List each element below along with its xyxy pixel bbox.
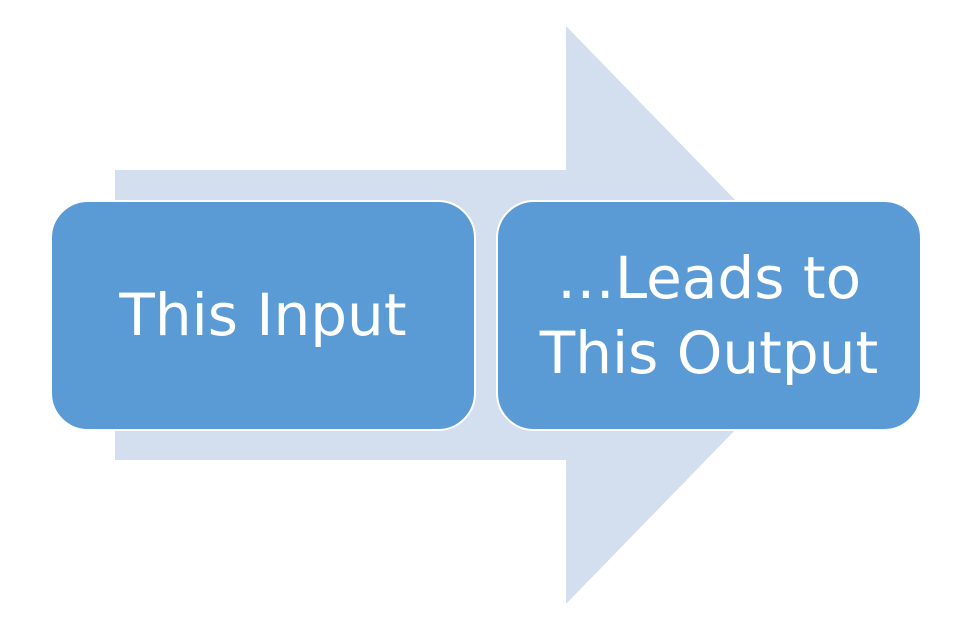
output-box: …Leads to This Output	[496, 200, 922, 431]
output-label: …Leads to This Output	[539, 244, 879, 387]
input-label: This Input	[119, 281, 407, 350]
input-box: This Input	[50, 200, 476, 431]
